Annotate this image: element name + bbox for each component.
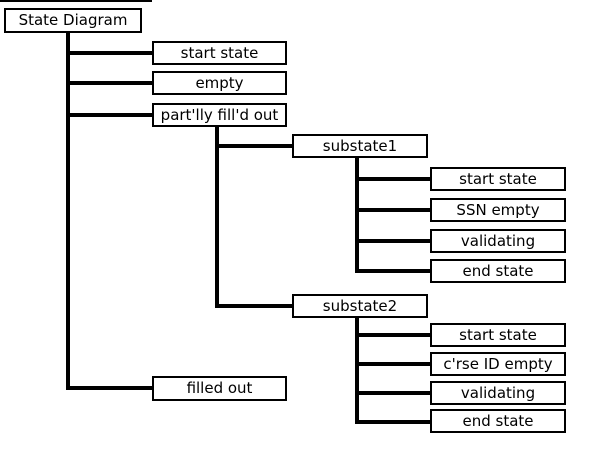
node-filled-out[interactable]: filled out — [152, 376, 287, 401]
node-substate1-validating[interactable]: validating — [430, 229, 566, 253]
connector-branch-ss1-end-state — [355, 269, 430, 273]
node-substate1[interactable]: substate1 — [292, 134, 428, 158]
node-partlly-filld-out[interactable]: part'lly fill'd out — [152, 103, 287, 127]
node-substate2-start-state[interactable]: start state — [430, 323, 566, 347]
node-state-diagram[interactable]: State Diagram — [4, 8, 142, 33]
node-start-state[interactable]: start state — [152, 41, 287, 65]
node-empty[interactable]: empty — [152, 71, 287, 95]
node-substate2-end-state[interactable]: end state — [430, 409, 566, 433]
node-substate2-crse-id-empty[interactable]: c'rse ID empty — [430, 352, 566, 376]
connector-branch-substate2 — [215, 304, 292, 308]
connector-trunk-substate2 — [355, 318, 359, 424]
connector-branch-ss2-crse-id-empty — [355, 362, 430, 366]
connector-branch-filled-out — [66, 386, 152, 390]
top-edge-artifact — [0, 0, 152, 2]
connector-branch-ss1-validating — [355, 239, 430, 243]
connector-branch-ss1-start-state — [355, 177, 430, 181]
connector-branch-start-state — [66, 51, 152, 55]
connector-branch-ss1-ssn-empty — [355, 208, 430, 212]
connector-branch-empty — [66, 81, 152, 85]
connector-branch-substate1 — [215, 144, 292, 148]
node-substate2[interactable]: substate2 — [292, 294, 428, 318]
connector-branch-partlly — [66, 113, 152, 117]
connector-branch-ss2-start-state — [355, 333, 430, 337]
node-substate2-validating[interactable]: validating — [430, 381, 566, 405]
node-substate1-ssn-empty[interactable]: SSN empty — [430, 198, 566, 222]
connector-trunk-substate1 — [355, 158, 359, 273]
node-substate1-start-state[interactable]: start state — [430, 167, 566, 191]
connector-trunk-partlly — [215, 127, 219, 308]
connector-branch-ss2-validating — [355, 391, 430, 395]
node-substate1-end-state[interactable]: end state — [430, 259, 566, 283]
connector-trunk-root — [66, 33, 70, 390]
connector-branch-ss2-end-state — [355, 420, 430, 424]
